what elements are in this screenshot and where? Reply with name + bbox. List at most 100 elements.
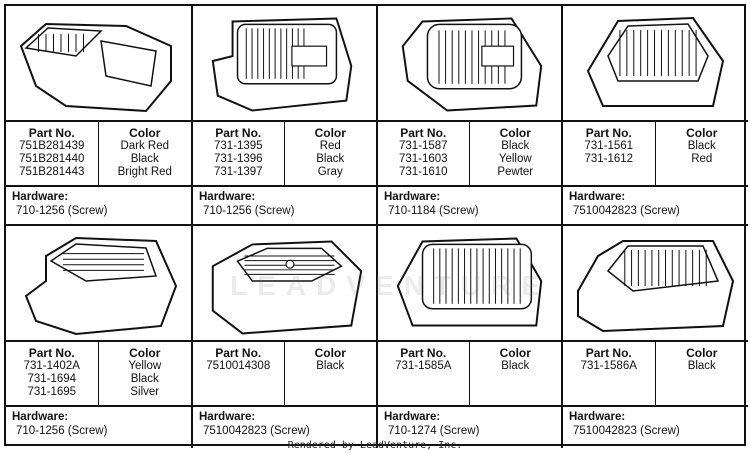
hardware-block: Hardware: 7510042823 (Screw) (569, 410, 680, 438)
hardware-label: Hardware: (199, 411, 256, 423)
part-no-header: Part No. (400, 126, 447, 140)
part-number: 731-1586A (580, 360, 637, 372)
color-value: Gray (317, 166, 343, 178)
part-number: 731-1561 (584, 140, 634, 152)
part-number-column: Part No. 731-1586A (563, 342, 656, 405)
part-no-header: Part No. (215, 346, 262, 360)
part-no-header: Part No. (28, 126, 75, 140)
cover-drawing (401, 17, 543, 112)
hardware-value: 710-1184 (Screw) (388, 205, 479, 217)
color-header: Color (314, 346, 346, 360)
color-list: Black (656, 360, 749, 373)
hardware-label: Hardware: (12, 191, 69, 203)
hardware-block: Hardware: 710-1256 (Screw) (12, 410, 107, 438)
part-number-column: Part No. 7510014308 (193, 342, 285, 405)
part-no-header: Part No. (585, 346, 632, 360)
watermark: LEADVENTURE (230, 270, 551, 301)
part-number: 751B281439 (19, 140, 85, 152)
color-header: Color (686, 346, 718, 360)
part-cell: Part No. 731-1586A Color Black Hardware:… (563, 226, 748, 448)
hardware-label: Hardware: (384, 191, 441, 203)
hardware-block: Hardware: 710-1256 (Screw) (12, 190, 107, 218)
hardware-label: Hardware: (569, 411, 626, 423)
engine-cover-illustration (563, 226, 748, 340)
part-number-column: Part No. 731-1585A (378, 342, 470, 405)
hardware-value: 710-1274 (Screw) (388, 425, 480, 437)
color-header: Color (314, 126, 346, 140)
part-number: 731-1603 (398, 153, 448, 165)
color-header: Color (129, 346, 161, 360)
part-number: 751B281440 (19, 153, 85, 165)
cover-drawing (24, 236, 178, 336)
color-header: Color (499, 126, 531, 140)
part-number: 731-1585A (395, 360, 452, 372)
part-cell: Part No. 731-1585A Color Black Hardware:… (378, 226, 563, 448)
part-number: 731-1587 (398, 140, 448, 152)
color-column: Color Black (656, 342, 749, 405)
part-number-list: 7510014308 (193, 360, 284, 373)
footer-credit: Rendered by LeadVenture, Inc. (287, 440, 463, 451)
color-header: Color (686, 126, 718, 140)
engine-cover-illustration (193, 6, 376, 120)
color-column: Color Black (470, 342, 562, 405)
part-number: 731-1695 (27, 386, 77, 398)
part-no-header: Part No. (28, 346, 75, 360)
color-value: Black (687, 360, 716, 372)
hardware-value: 710-1256 (Screw) (203, 205, 295, 217)
hardware-label: Hardware: (12, 411, 69, 423)
color-value: Yellow (498, 153, 532, 165)
hardware-block: Hardware: 7510042823 (Screw) (569, 190, 680, 218)
cover-drawing (396, 237, 543, 327)
part-number: 731-1396 (213, 153, 263, 165)
engine-cover-illustration (378, 6, 561, 120)
color-list: Black (285, 360, 377, 373)
hardware-block: Hardware: 710-1184 (Screw) (384, 190, 479, 218)
part-number-list: 731-1586A (563, 360, 655, 373)
hardware-block: Hardware: 710-1274 (Screw) (384, 410, 479, 438)
hardware-value: 7510042823 (Screw) (573, 205, 680, 217)
hardware-block: Hardware: 710-1256 (Screw) (199, 190, 294, 218)
color-value: Black (501, 140, 530, 152)
part-number: 7510014308 (206, 360, 271, 372)
cover-drawing (19, 22, 172, 113)
color-value: Bright Red (117, 166, 172, 178)
color-column: Color Black (285, 342, 377, 405)
part-number-list: 731-1585A (378, 360, 469, 373)
part-number: 731-1395 (213, 140, 263, 152)
color-value: Black (501, 360, 530, 372)
parts-table: Part No. 7510014308 Color Black (193, 340, 376, 407)
color-list: Black (470, 360, 562, 373)
color-value: Red (691, 153, 713, 165)
engine-cover-illustration (378, 226, 561, 340)
engine-cover-illustration (6, 226, 191, 340)
color-value: Yellow (128, 360, 162, 372)
hardware-value: 710-1256 (Screw) (16, 425, 108, 437)
color-value: Black (687, 140, 716, 152)
part-no-header: Part No. (215, 126, 262, 140)
cover-drawing (211, 17, 353, 112)
color-value: Red (319, 140, 341, 152)
part-number: 731-1402A (23, 360, 80, 372)
